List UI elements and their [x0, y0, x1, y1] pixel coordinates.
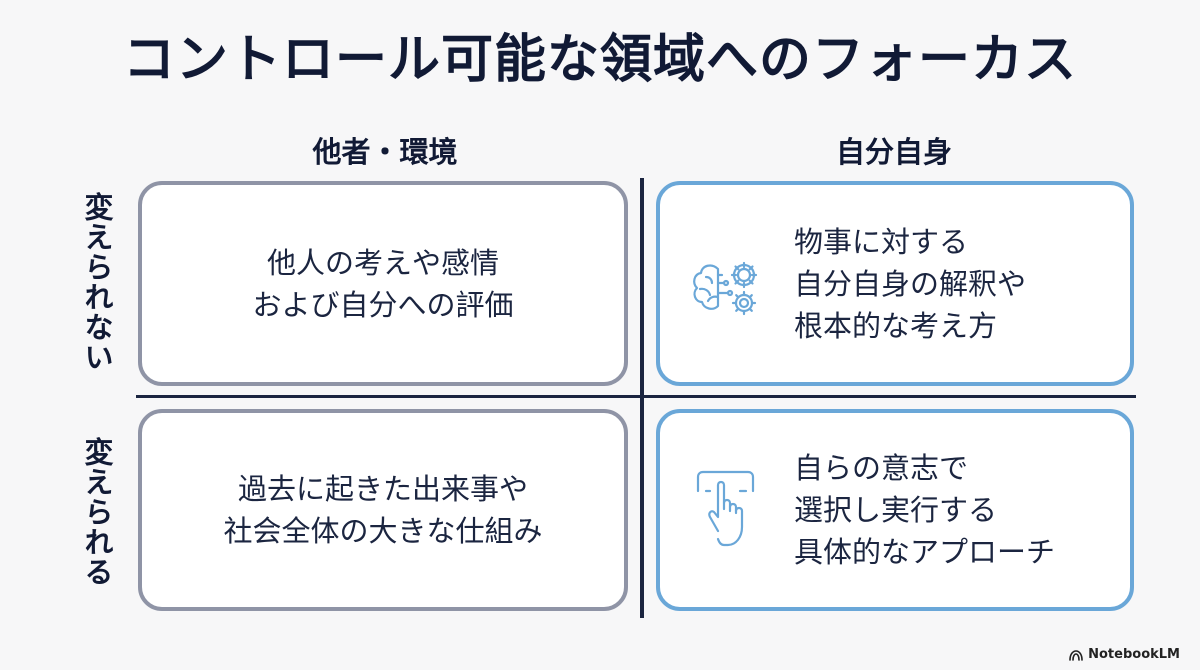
quadrant-text-line: 社会全体の大きな仕組み	[223, 514, 543, 548]
quadrant-text-line: 物事に対する	[794, 224, 969, 259]
quadrant-others-changeable: 過去に起きた出来事や 社会全体の大きな仕組み	[138, 409, 628, 611]
column-header-self: 自分自身	[835, 135, 952, 169]
quadrant-others-unchangeable: 他人の考えや感情 および自分への評価	[138, 181, 628, 386]
quadrant-text: 他人の考えや感情 および自分への評価	[252, 242, 513, 326]
quadrant-text: 自らの意志で 選択し実行する 具体的なアプローチ	[794, 447, 1055, 573]
quadrant-text-line: 自分自身の解釈や	[794, 266, 1027, 301]
quadrant-text: 物事に対する 自分自身の解釈や 根本的な考え方	[794, 221, 1026, 347]
page-title: コントロール可能な領域へのフォーカス	[122, 30, 1077, 90]
row-header-unchangeable: 変えられない	[80, 192, 114, 372]
quadrant-text-line: および自分への評価	[252, 287, 514, 322]
horizontal-axis-divider	[136, 395, 1136, 398]
notebooklm-logo-icon	[1069, 649, 1083, 661]
quadrant-text-line: 過去に起きた出来事や	[237, 472, 528, 506]
hand-tap-icon	[696, 470, 755, 547]
vertical-axis-divider	[640, 178, 644, 618]
quadrant-text-line: 選択し実行する	[794, 493, 998, 527]
brain-gears-icon	[693, 261, 758, 315]
quadrant-self-unchangeable: 物事に対する 自分自身の解釈や 根本的な考え方	[656, 181, 1134, 386]
row-header-changeable: 変えられる	[80, 437, 114, 587]
quadrant-text-line: 自らの意志で	[794, 451, 969, 485]
column-header-others-environment: 他者・環境	[312, 135, 458, 169]
notebooklm-watermark: NotebookLM	[1069, 647, 1180, 662]
quadrant-text-line: 根本的な考え方	[794, 308, 998, 343]
footer-brand: NotebookLM	[1088, 647, 1180, 662]
quadrant-text-line: 他人の考えや感情	[266, 245, 499, 280]
quadrant-self-changeable: 自らの意志で 選択し実行する 具体的なアプローチ	[656, 409, 1134, 611]
quadrant-text: 過去に起きた出来事や 社会全体の大きな仕組み	[223, 468, 542, 552]
quadrant-text-line: 具体的なアプローチ	[794, 535, 1056, 569]
